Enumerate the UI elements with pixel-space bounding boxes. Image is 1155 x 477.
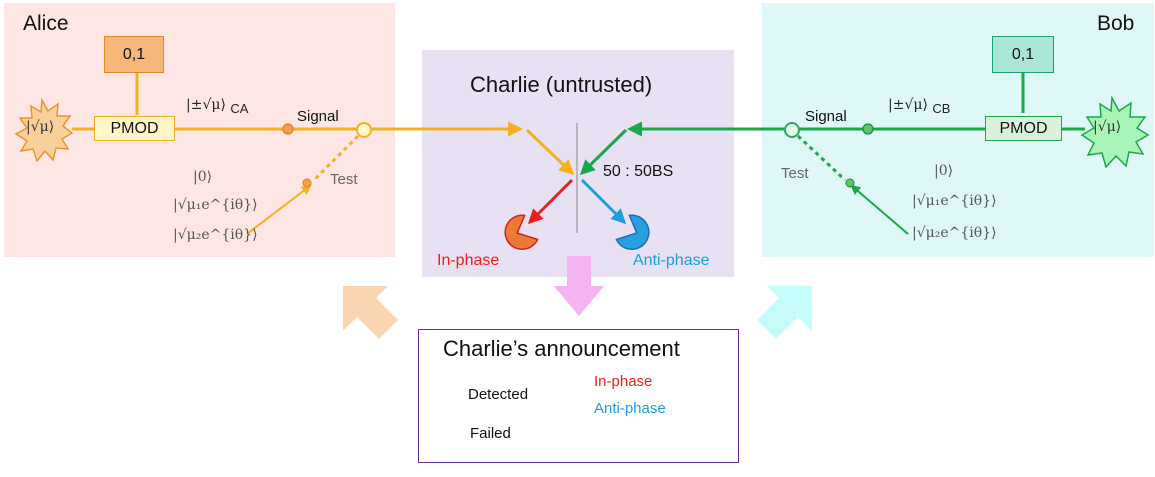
bob-test-beam	[850, 184, 909, 235]
bob-test-label: Test	[781, 165, 809, 182]
charlie-panel	[422, 50, 734, 277]
alice-test-state-0: |0⟩	[193, 169, 213, 185]
bob-feedback-arrow	[757, 286, 812, 339]
bob-test-state-0: |0⟩	[934, 163, 954, 179]
bob-name: Bob	[1097, 12, 1135, 35]
beamsplitter-label: 50 : 50BS	[603, 163, 674, 180]
in-phase-output-beam	[527, 178, 574, 225]
bob-signal-state: |±√μ⟩	[888, 97, 928, 113]
alice-bit-box: 0,1	[104, 36, 164, 73]
in-phase-label: In-phase	[437, 252, 500, 269]
bob-signal-sub: CB	[932, 100, 951, 116]
anti-phase-output-beam	[580, 178, 627, 225]
bob-phase-mod	[862, 123, 874, 135]
alice-to-bs-beam	[525, 128, 575, 176]
bob-switch	[784, 122, 800, 138]
announcement-anti-phase: Anti-phase	[594, 400, 666, 417]
announcement-title: Charlie’s announcement	[443, 336, 680, 361]
anti-phase-detector	[615, 214, 650, 250]
bob-signal-label: Signal	[805, 108, 847, 125]
in-phase-detector	[504, 214, 539, 250]
bob-source-burst	[1080, 95, 1150, 169]
announcement-failed: Failed	[470, 425, 511, 442]
alice-test-state-2: |√μ₂e^{iθ}⟩	[173, 227, 258, 243]
alice-phase-mod	[282, 123, 294, 135]
bob-test-state-1: |√μ₁e^{iθ}⟩	[912, 193, 997, 209]
alice-test-dotted	[313, 134, 360, 181]
bob-bit-box: 0,1	[992, 36, 1054, 73]
announcement-in-phase: In-phase	[594, 373, 653, 390]
bob-to-bs-beam	[579, 128, 628, 176]
bob-test-mod	[845, 178, 855, 188]
alice-test-state-1: |√μ₁e^{iθ}⟩	[173, 197, 258, 213]
alice-signal-label: Signal	[297, 108, 339, 125]
alice-source-burst	[14, 97, 74, 163]
alice-pmod-box: PMOD	[94, 116, 175, 141]
alice-test-label: Test	[330, 171, 358, 188]
charlie-title: Charlie (untrusted)	[470, 72, 653, 97]
announcement-box: Charlie’s announcement Detected In-phase…	[418, 329, 739, 463]
anti-phase-label: Anti-phase	[633, 252, 710, 269]
alice-name: Alice	[23, 12, 69, 35]
bob-source-state: |√μ⟩	[1093, 119, 1122, 135]
alice-test-beam	[246, 184, 312, 235]
alice-signal-state: |±√μ⟩	[186, 97, 226, 113]
bob-pmod-box: PMOD	[985, 116, 1062, 141]
bob-test-state-2: |√μ₂e^{iθ}⟩	[912, 225, 997, 241]
announcement-detected: Detected	[468, 386, 529, 403]
alice-source-state: |√μ⟩	[26, 119, 55, 135]
alice-test-mod	[302, 178, 312, 188]
charlie-announce-arrow	[554, 256, 604, 316]
alice-switch	[356, 122, 372, 138]
alice-signal-sub: CA	[230, 100, 249, 116]
alice-feedback-arrow	[343, 286, 398, 339]
bob-test-dotted	[796, 134, 847, 182]
